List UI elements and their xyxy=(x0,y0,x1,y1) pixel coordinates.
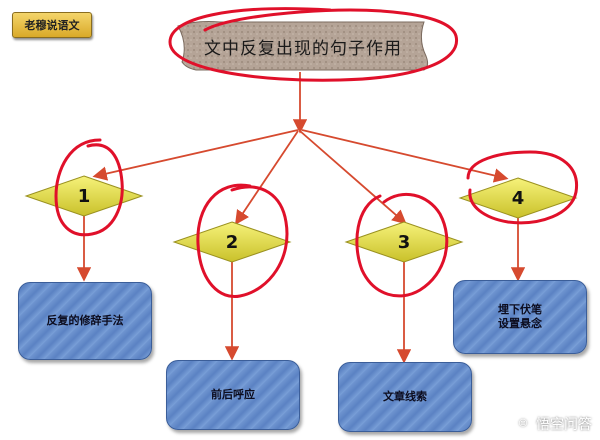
watermark: ☺ 悟空问答 xyxy=(514,414,592,434)
diamond-2-number: 2 xyxy=(225,231,239,253)
branch-box-4-label: 埋下伏笔 设置悬念 xyxy=(498,303,542,330)
title-banner xyxy=(177,21,429,71)
diamonds xyxy=(24,175,578,263)
diamond-3 xyxy=(344,221,464,263)
diamond-3-number: 3 xyxy=(397,231,411,253)
branch-box-2: 前后呼应 xyxy=(166,360,300,430)
connector-hub-4 xyxy=(301,129,509,183)
wukong-logo-icon: ☺ xyxy=(514,415,532,433)
diamond-4 xyxy=(458,177,578,219)
diamond-1-number: 1 xyxy=(77,185,91,207)
branch-box-3-label: 文章线索 xyxy=(383,390,427,403)
circle-annotation-4 xyxy=(466,150,579,225)
branch-box-4: 埋下伏笔 设置悬念 xyxy=(453,280,587,354)
branch-box-1-label: 反复的修辞手法 xyxy=(46,314,124,327)
branch-box-1: 反复的修辞手法 xyxy=(18,282,152,360)
branch-box-2-label: 前后呼应 xyxy=(211,388,255,401)
connector-hub-1 xyxy=(92,129,299,181)
connector-hub-2 xyxy=(234,130,299,225)
connector-hub-3 xyxy=(299,130,407,225)
brand-badge-label: 老穆说语文 xyxy=(24,19,80,32)
diamond-4-number: 4 xyxy=(511,187,525,209)
circle-annotation-2 xyxy=(196,183,289,299)
diagram-title: 文中反复出现的句子作用 xyxy=(204,38,402,59)
brand-badge: 老穆说语文 xyxy=(12,12,92,38)
branch-box-3: 文章线索 xyxy=(338,362,472,432)
circle-annotations xyxy=(54,7,579,299)
circle-annotation-title xyxy=(168,7,459,82)
connector-lines xyxy=(76,72,526,364)
diamond-2 xyxy=(172,221,292,263)
watermark-text: 悟空问答 xyxy=(536,417,592,433)
circle-annotation-1 xyxy=(54,138,124,237)
circle-annotation-3 xyxy=(355,192,449,298)
